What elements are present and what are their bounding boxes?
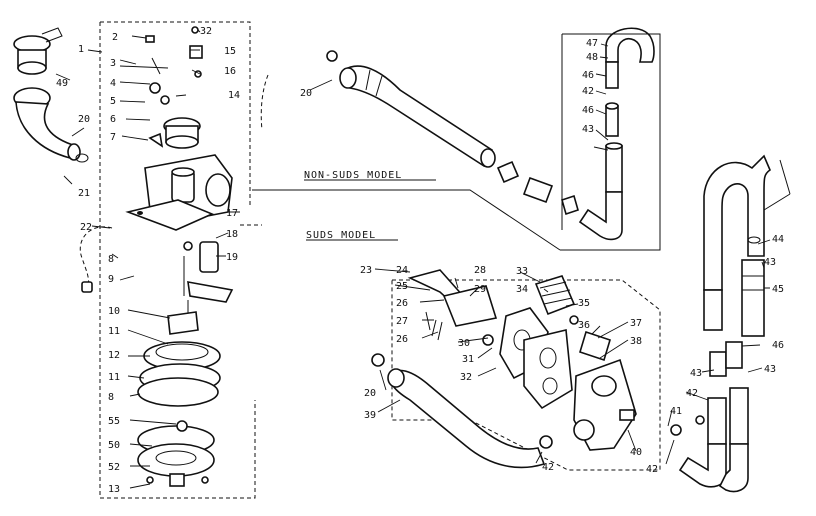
callout: 4 [110, 78, 116, 89]
callout: 23 [360, 265, 372, 276]
callout: 14 [228, 90, 240, 101]
callout: 43 [764, 364, 776, 375]
suds-hose [371, 353, 553, 469]
non-suds-hose [326, 50, 496, 168]
callout: 17 [226, 208, 238, 219]
suds-model-heading: SUDS MODEL [306, 230, 376, 241]
callout: 30 [458, 338, 470, 349]
callout: 28 [474, 265, 486, 276]
callout: 46 [582, 70, 594, 81]
callout: 45 [772, 284, 784, 295]
callout: 39 [364, 410, 376, 421]
callout: 5 [110, 96, 116, 107]
callout: 42 [686, 388, 698, 399]
callout: 8 [108, 392, 114, 403]
suds-standpipe [670, 154, 771, 493]
callout: 1 [78, 44, 84, 55]
callout: 15 [224, 46, 236, 57]
callout: 52 [108, 462, 120, 473]
callout: 13 [108, 484, 120, 495]
callout: 42 [582, 86, 594, 97]
callout: 10 [108, 306, 120, 317]
callout: 8 [108, 254, 114, 265]
callout: 33 [516, 266, 528, 277]
non-suds-fittings [496, 160, 579, 216]
callout: 34 [516, 284, 528, 295]
callout: 21 [78, 188, 90, 199]
callout: 11 [108, 372, 120, 383]
callout: 43 [764, 257, 776, 268]
callout: 41 [670, 406, 682, 417]
callout: 2 [112, 32, 118, 43]
callout: 35 [578, 298, 590, 309]
leader-lines [55, 29, 771, 489]
callout: 32 [460, 372, 472, 383]
elbow-hose-part [13, 87, 89, 163]
non-suds-standpipe [578, 27, 655, 241]
callout: 36 [578, 320, 590, 331]
callout: 37 [630, 318, 642, 329]
callout: 27 [396, 316, 408, 327]
callout: 19 [226, 252, 238, 263]
callout: 50 [108, 440, 120, 451]
callout: 43 [582, 124, 594, 135]
callout: 11 [108, 326, 120, 337]
callout: 46 [582, 105, 594, 116]
callout: 49 [56, 78, 68, 89]
callout: 42 [542, 462, 554, 473]
callout: 43 [690, 368, 702, 379]
callout: 26 [396, 298, 408, 309]
callout: 20 [300, 88, 312, 99]
suds-frame-line [763, 159, 791, 211]
callout: 20 [364, 388, 376, 399]
non-suds-frame [252, 33, 661, 251]
callout: 9 [108, 274, 114, 285]
callout: 38 [630, 336, 642, 347]
callout: 44 [772, 234, 784, 245]
callout: 42 [646, 464, 658, 475]
bearing-cap-part [13, 27, 63, 75]
suds-pump-assembly [391, 269, 661, 471]
callout: 47 [586, 38, 598, 49]
hardware-small-parts [119, 26, 203, 318]
part-callouts: 1 2 3 4 5 6 7 8 9 10 11 12 11 8 55 50 52… [56, 26, 784, 495]
callout: 12 [108, 350, 120, 361]
callout: 29 [474, 284, 486, 295]
callout: 31 [462, 354, 474, 365]
callout: 32 [200, 26, 212, 37]
callout: 16 [224, 66, 236, 77]
callout: 7 [110, 132, 116, 143]
callout: 48 [586, 52, 598, 63]
callout: 40 [630, 447, 642, 458]
callout: 22 [80, 222, 92, 233]
callout: 24 [396, 265, 408, 276]
callout: 20 [78, 114, 90, 125]
pump-motor-body [125, 117, 234, 303]
callout: 6 [110, 114, 116, 125]
callout: 18 [226, 229, 238, 240]
callout: 26 [396, 334, 408, 345]
callout: 55 [108, 416, 120, 427]
pump-housing-stack [137, 311, 221, 487]
non-suds-model-heading: NON-SUDS MODEL [304, 170, 402, 181]
callout: 46 [772, 340, 784, 351]
cord-part [79, 226, 113, 287]
callout: 25 [396, 281, 408, 292]
callout: 3 [110, 58, 116, 69]
pump-assembly-frame [99, 21, 256, 499]
